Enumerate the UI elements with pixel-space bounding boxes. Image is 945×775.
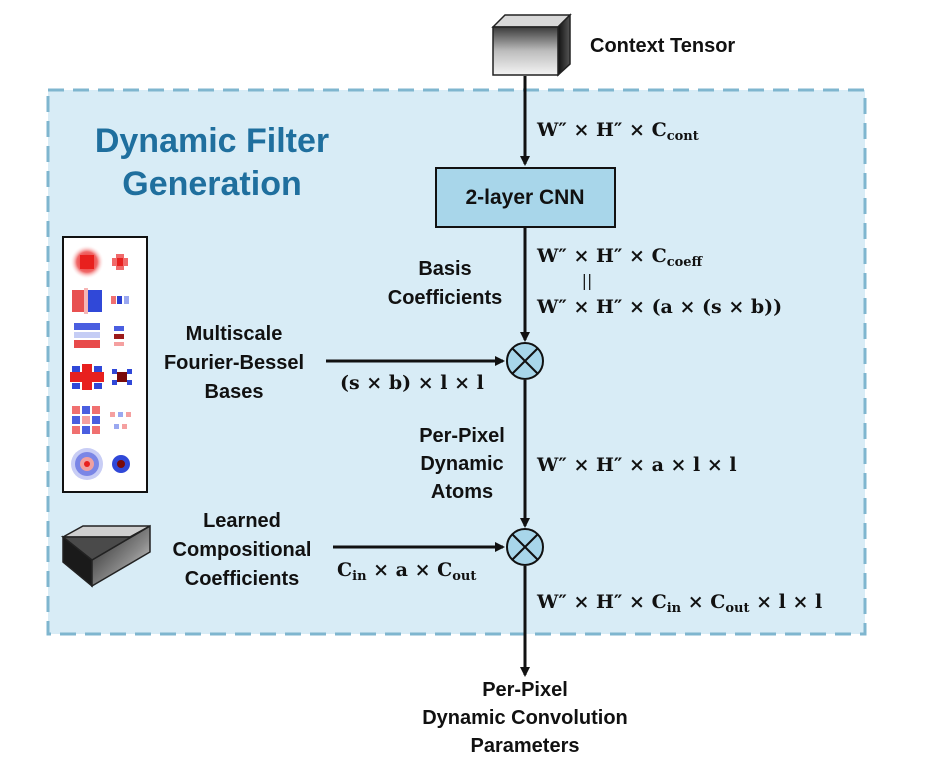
output-label-3: Parameters (471, 735, 580, 757)
output-shape-label: W″ × H″ × Cin × Cout × l × l (536, 591, 822, 616)
compositional-shape-label: Cin × a × Cout (337, 559, 476, 584)
compositional-label-3: Coefficients (185, 568, 299, 590)
compositional-label-1: Learned (203, 510, 281, 532)
compositional-label-2: Compositional (173, 539, 312, 561)
dynamic-atoms-label-2: Dynamic (420, 453, 503, 475)
region-title-line2: Generation (122, 165, 301, 203)
bases-shape-label: (s × b) × l × l (340, 372, 484, 394)
dynamic-atoms-label-3: Atoms (431, 481, 493, 503)
fourier-bessel-label-3: Bases (205, 381, 264, 403)
equals-symbol: || (582, 271, 593, 290)
multiply-operator-2 (506, 528, 544, 566)
coeff-shape-label: W″ × H″ × Ccoeff (536, 245, 704, 270)
output-label-1: Per-Pixel (482, 679, 568, 701)
multiply-operator-1 (506, 342, 544, 380)
context-shape-label: W″ × H″ × Ccont (536, 119, 699, 144)
region-title-line1: Dynamic Filter (95, 122, 329, 160)
dynamic-atoms-label-1: Per-Pixel (419, 425, 505, 447)
atoms-shape-label: W″ × H″ × a × l × l (536, 454, 737, 476)
basis-coefficients-label-1: Basis (418, 258, 471, 280)
context-tensor-label: Context Tensor (590, 35, 735, 57)
compositional-coefficients-icon (60, 524, 151, 588)
fourier-bessel-label-2: Fourier-Bessel (164, 352, 304, 374)
basis-coefficients-label-2: Coefficients (388, 287, 502, 309)
fourier-bessel-label-1: Multiscale (186, 323, 283, 345)
fourier-bessel-bases-icon (62, 236, 148, 493)
cnn-label: 2-layer CNN (465, 186, 584, 209)
cnn-block (435, 167, 616, 228)
coeff-expanded-label: W″ × H″ × (a × (s × b)) (536, 296, 782, 318)
context-tensor-icon (491, 13, 572, 77)
output-label-2: Dynamic Convolution (422, 707, 628, 729)
